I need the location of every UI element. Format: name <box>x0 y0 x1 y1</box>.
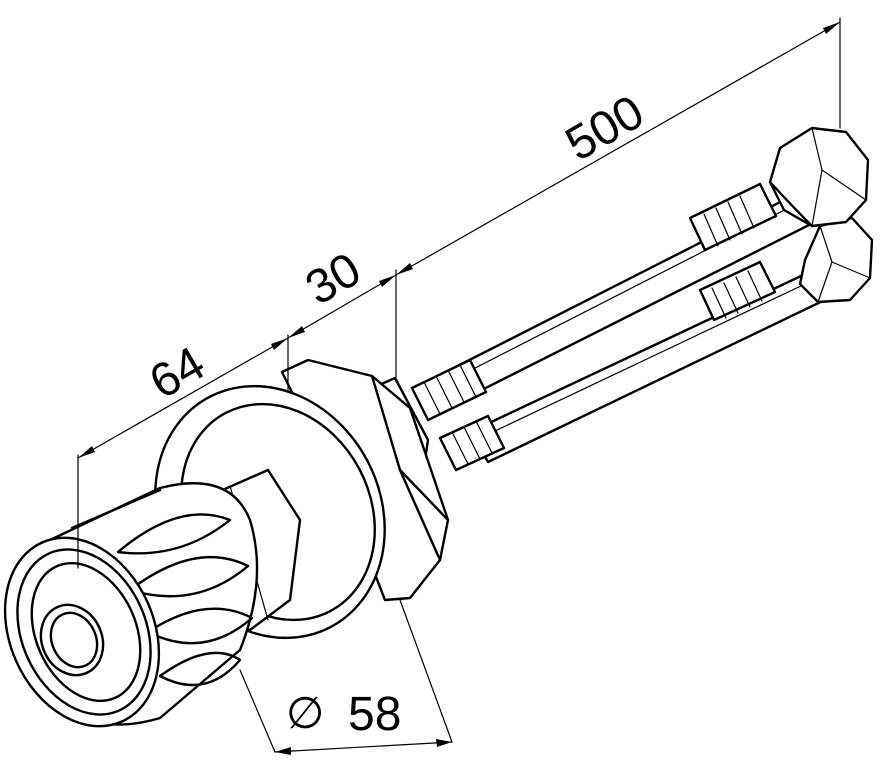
upper-hose <box>410 182 817 422</box>
knob-face <box>3 536 161 728</box>
lower-hex-nut <box>798 216 874 304</box>
lower-hose <box>438 260 835 472</box>
dimension-label-64: 64 <box>141 337 214 410</box>
dimension-lines <box>77 17 841 755</box>
dimension-label-500: 500 <box>557 86 653 172</box>
upper-hex-nut <box>768 126 870 228</box>
dimension-label-58: 58 <box>348 688 401 741</box>
diameter-symbol: ∅ <box>286 689 324 738</box>
dimension-label-30: 30 <box>297 243 370 316</box>
